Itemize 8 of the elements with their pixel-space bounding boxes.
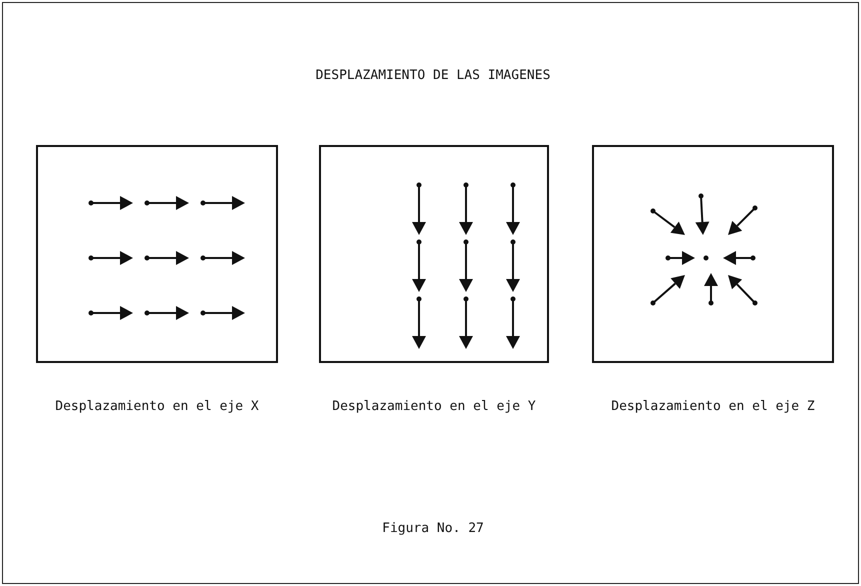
panel-frame xyxy=(319,145,549,363)
panel-frame xyxy=(592,145,834,363)
panel-caption: Desplazamiento en el eje X xyxy=(54,399,260,414)
panel-frame xyxy=(36,145,278,363)
diagram-title: DESPLAZAMIENTO DE LAS IMAGENES xyxy=(314,68,552,83)
panel-caption: Desplazamiento en el eje Y xyxy=(331,399,537,414)
panel-caption: Desplazamiento en el eje Z xyxy=(610,399,816,414)
figure-caption: Figura No. 27 xyxy=(381,521,485,536)
